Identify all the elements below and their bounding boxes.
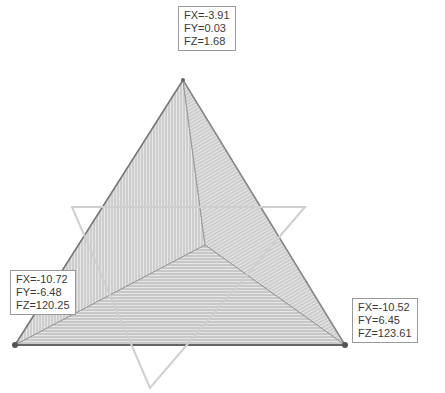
edge-line xyxy=(15,344,345,346)
force-value: FX=-10.52 xyxy=(358,301,412,314)
edge-line xyxy=(183,80,345,345)
force-value: FY=0.03 xyxy=(184,22,230,35)
support-point xyxy=(12,342,18,348)
pyramid-faces xyxy=(15,80,345,345)
force-value: FY=6.45 xyxy=(358,314,412,327)
force-value: FY=-6.48 xyxy=(16,286,70,299)
force-label-box: FX=-10.52FY=6.45FZ=123.61 xyxy=(352,298,418,343)
force-label-box: FX=-10.72FY=-6.48FZ=120.25 xyxy=(10,270,76,315)
force-value: FZ=120.25 xyxy=(16,299,70,312)
support-point xyxy=(342,342,348,348)
edge-line xyxy=(15,80,183,345)
support-point xyxy=(181,78,185,82)
force-value: FX=-3.91 xyxy=(184,9,230,22)
force-value: FZ=123.61 xyxy=(358,327,412,340)
force-value: FX=-10.72 xyxy=(16,273,70,286)
force-value: FZ=1.68 xyxy=(184,35,230,48)
inverted-triangle xyxy=(72,207,305,388)
force-label-box: FX=-3.91FY=0.03FZ=1.68 xyxy=(178,6,236,51)
